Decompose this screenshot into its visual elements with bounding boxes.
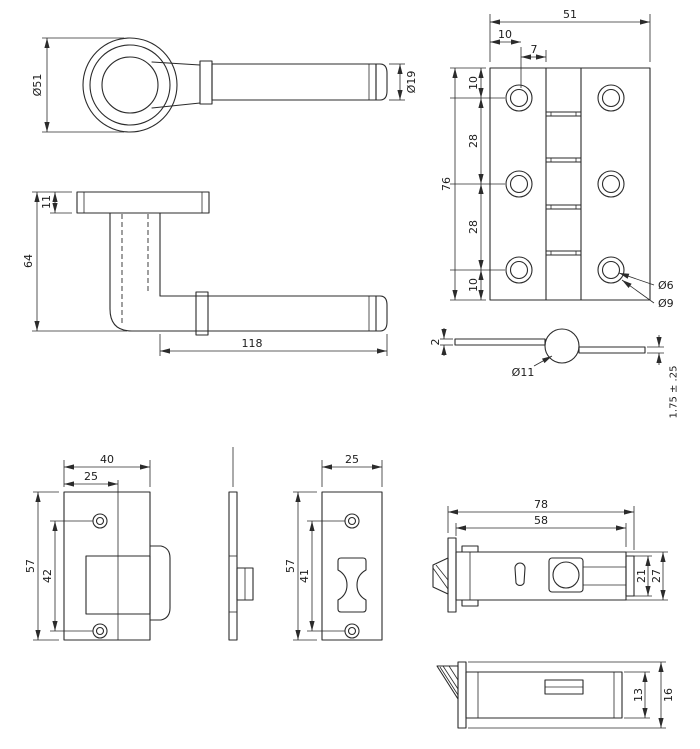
dim-latch-body-height: 27 [626,551,668,601]
dim-label-pitch-lower: 28 [467,220,480,234]
view-handle-front: Ø51 Ø19 [31,37,418,133]
dim-latch-overall-depth: 16 [468,661,675,729]
dim-latch-plate-width: 25 [64,470,119,492]
dim-label-latch-hole-span: 42 [41,569,54,583]
view-latch-front: 40 25 57 42 [24,453,171,641]
dim-label-leaf-tolerance: 1.75 ± .25 [669,366,680,419]
dim-label-latch-body-height: 27 [650,569,663,583]
dim-hinge-height: 76 [440,68,458,300]
view-latch-edge [228,447,254,641]
dim-latch-height: 57 [24,491,59,641]
dim-label-latch-height: 57 [24,559,37,573]
dim-rose-diameter: Ø51 [31,37,124,133]
dim-latch-length: 78 [447,498,635,550]
latch-bottom-body [436,661,623,729]
view-hinge-profile: 2 Ø11 1.75 ± .25 [429,328,680,418]
dim-label-latch-width: 40 [100,453,114,466]
dim-label-hinge-width: 51 [563,8,577,21]
dim-handle-height: 64 [22,191,127,332]
handle-lever [151,60,388,109]
dim-label-handle-height: 64 [22,254,35,268]
dim-label-latch-length: 78 [534,498,548,511]
dim-label-latch-body-depth: 13 [632,688,645,702]
dim-label-faceplate-hole-span: 41 [298,569,311,583]
view-faceplate: 25 57 41 [284,453,383,641]
dim-label-latch-plate-width: 25 [84,470,98,483]
dim-grip-diameter: Ø19 [389,63,418,101]
view-latch-bottom: 13 16 [436,661,675,729]
dim-label-knuckle-dia: Ø11 [512,366,535,379]
dim-faceplate-hole-span: 41 [298,520,345,632]
view-latch-side: 78 58 21 27 [432,498,668,613]
callout-knuckle-diameter: Ø11 [512,355,553,379]
dim-handle-length: 118 [159,334,388,356]
faceplate-body [321,491,383,641]
dim-latch-width: 40 [63,453,151,487]
dim-faceplate-width: 25 [321,453,383,487]
dim-hinge-width: 51 [489,8,651,62]
dim-label-grip-diameter: Ø19 [405,71,418,94]
dim-latch-case-length: 58 [455,514,627,547]
hinge-leaf [489,67,651,301]
dim-label-faceplate-width: 25 [345,453,359,466]
dim-hole-to-knuckle: 7 [521,43,547,62]
dim-label-latch-cap-height: 21 [635,569,648,583]
latch-side-body [432,537,635,613]
dim-label-hinge-height: 76 [440,177,453,191]
handle-rose [82,37,178,133]
hinge-screw-holes [505,84,625,284]
dim-label-pitch-upper: 28 [467,134,480,148]
dim-label-hole-to-knuckle: 7 [531,43,538,56]
dim-label-rose-thickness: 11 [40,195,53,209]
dim-label-latch-overall-depth: 16 [662,688,675,702]
dim-label-leaf-thickness: 2 [429,339,442,346]
dim-label-countersink-dia: Ø9 [658,297,674,310]
hinge-profile-body [454,328,646,364]
dim-hinge-hole-chain: 10 28 28 10 [450,67,505,301]
dim-leaf-thickness: 2 [429,328,453,356]
dim-rose-thickness: 11 [40,192,72,214]
dim-latch-hole-span: 42 [41,520,93,632]
dim-label-latch-case-length: 58 [534,514,548,527]
view-hinge-front: 51 10 7 10 28 28 10 [440,8,674,310]
handle-side-body [76,191,388,336]
view-handle-side: 11 64 118 [22,191,388,356]
dim-faceplate-height: 57 [284,491,317,641]
dim-label-edge-top: 10 [467,76,480,90]
dim-label-edge-bottom: 10 [467,278,480,292]
dim-leaf-tolerance: 1.75 ± .25 [647,335,680,418]
dim-latch-body-depth: 13 [624,671,650,719]
dim-label-handle-length: 118 [242,337,263,350]
dim-label-faceplate-height: 57 [284,559,297,573]
dim-hole-inset: 10 [490,28,522,88]
dim-label-rose-diameter: Ø51 [31,74,44,97]
dim-latch-cap-height: 21 [634,555,652,597]
callout-hole-diameters: Ø6 Ø9 [618,272,674,310]
dim-label-hole-dia: Ø6 [658,279,674,292]
dim-label-hole-inset: 10 [498,28,512,41]
latch-front-body [63,491,171,641]
